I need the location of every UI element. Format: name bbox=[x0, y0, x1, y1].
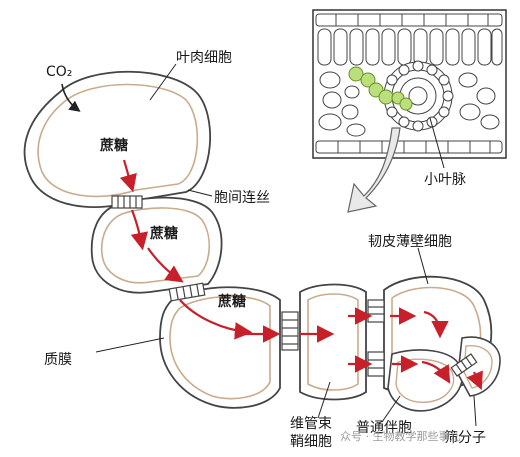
leader-phloem-parenchyma bbox=[417, 247, 429, 285]
flow-arrow-1 bbox=[119, 159, 137, 193]
plasmodesmata-6 bbox=[450, 353, 478, 377]
lower-epidermis bbox=[315, 140, 503, 154]
leader-lines bbox=[95, 63, 477, 427]
zoom-arrow bbox=[347, 127, 401, 213]
vein-label: 小叶脉 bbox=[424, 172, 466, 188]
vascular-cell-membrane bbox=[307, 293, 359, 391]
leader-bundle-sheath bbox=[317, 381, 331, 419]
watermark-text: 众号 · 生物教学那些事儿 bbox=[340, 429, 461, 443]
plasmodesmata-3 bbox=[281, 311, 299, 351]
spongy-layer bbox=[318, 71, 500, 137]
bundle-sheath-cell bbox=[159, 286, 281, 409]
flow-arrow-13 bbox=[466, 370, 483, 391]
bundle-sheath-label-1: 维管束 bbox=[290, 416, 332, 432]
leader-plasma-membrane bbox=[95, 337, 165, 353]
flow-arrow-12 bbox=[421, 360, 451, 384]
leader-plasmodesmata bbox=[187, 189, 213, 197]
bundle-sheath-label-2: 鞘细胞 bbox=[290, 434, 332, 450]
companion-cell-membrane bbox=[395, 358, 455, 403]
leaf-cross-section-inset bbox=[312, 9, 507, 169]
leader-mesophyll bbox=[149, 63, 177, 101]
co2-arrow bbox=[61, 83, 81, 112]
upper-epidermis bbox=[315, 13, 503, 27]
highlight-cells bbox=[348, 66, 413, 111]
co2-label: CO₂ bbox=[46, 64, 72, 80]
sucrose-label-2: 蔗糖 bbox=[149, 225, 178, 242]
sucrose-label-3: 蔗糖 bbox=[217, 293, 246, 310]
plasmodesmata-1 bbox=[111, 195, 143, 209]
mesophyll-label: 叶肉细胞 bbox=[176, 50, 232, 66]
sieve-element-label: 筛分子 bbox=[444, 430, 486, 446]
flow-arrow-3 bbox=[147, 247, 184, 283]
plasmodesmata-5 bbox=[367, 351, 385, 377]
cell-chain bbox=[23, 70, 501, 412]
mesophyll-membrane bbox=[37, 83, 199, 198]
leader-companion bbox=[381, 395, 401, 423]
palisade-layer bbox=[317, 28, 503, 66]
plasmodesmata-4 bbox=[367, 299, 385, 323]
vein-pointer bbox=[429, 117, 445, 169]
bundle-cell-1 bbox=[90, 196, 223, 294]
flow-arrow-10 bbox=[423, 310, 449, 339]
flow-arrow-4 bbox=[179, 299, 253, 340]
companion-cell-label: 普通伴胞 bbox=[356, 420, 412, 436]
plasma-membrane-label: 质膜 bbox=[44, 352, 72, 368]
bundle-cell-1-membrane bbox=[100, 207, 211, 284]
sucrose-flow-arrows bbox=[119, 159, 483, 391]
plasmodesmata-2 bbox=[168, 282, 206, 302]
sucrose-label-1: 蔗糖 bbox=[99, 137, 128, 154]
leader-sieve bbox=[473, 395, 477, 427]
flow-arrow-2 bbox=[130, 209, 149, 251]
bundle-sheath-membrane bbox=[169, 295, 271, 400]
plasmodesmata-label: 胞间连丝 bbox=[214, 190, 270, 206]
vascular-cell bbox=[299, 283, 367, 401]
phloem-parenchyma-label: 韧皮薄壁细胞 bbox=[368, 234, 452, 250]
